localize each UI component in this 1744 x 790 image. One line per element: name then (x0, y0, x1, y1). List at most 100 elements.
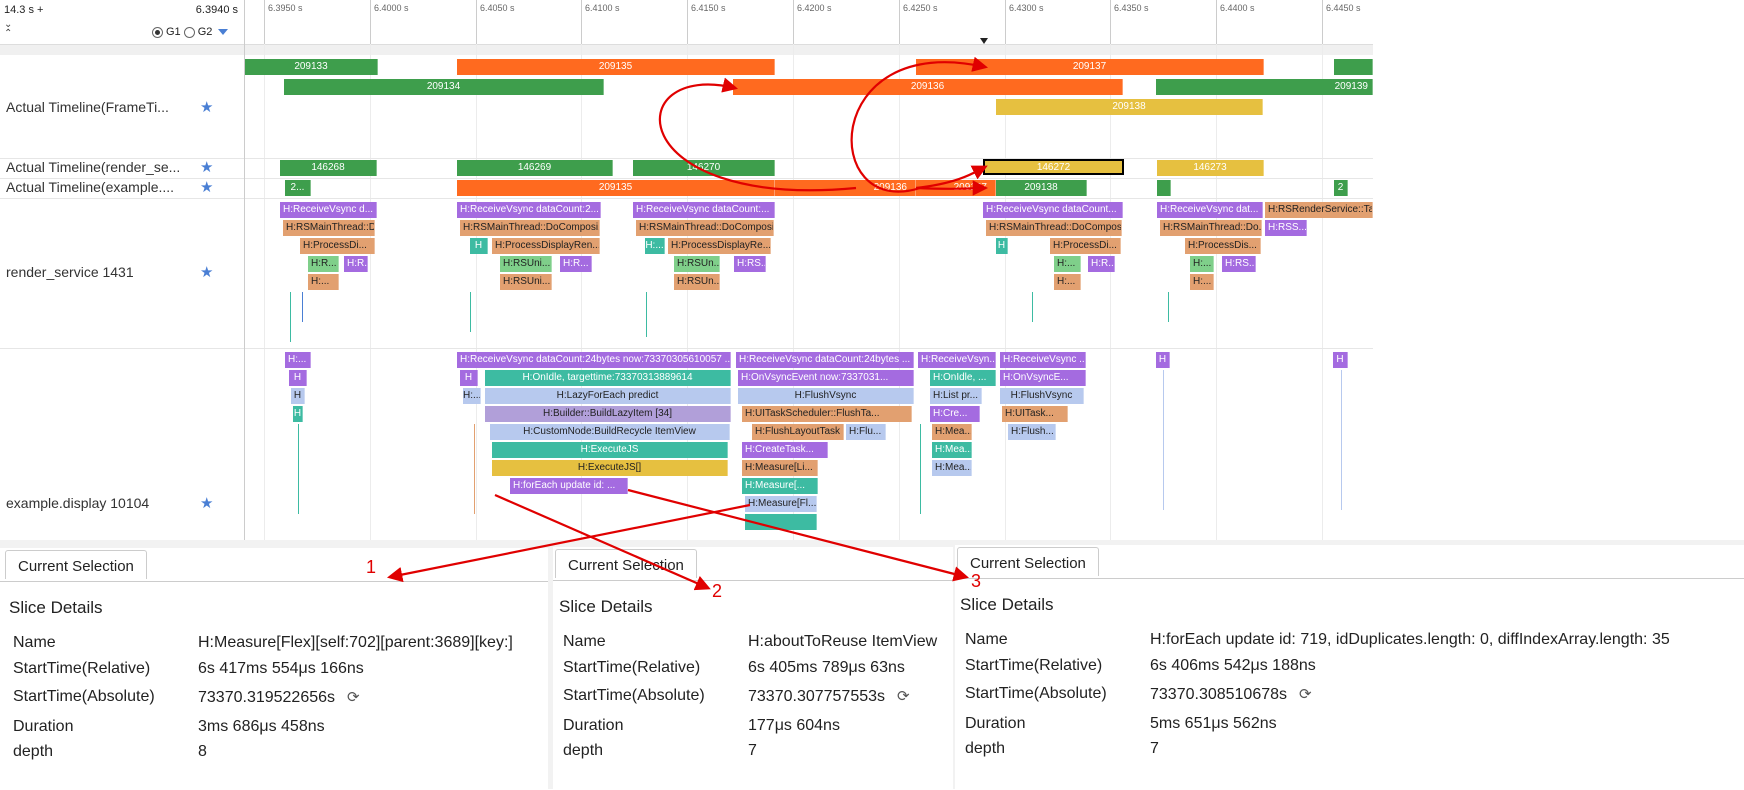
refresh-icon[interactable]: ⟳ (1299, 686, 1312, 703)
rs-thread-slice[interactable]: H:ProcessDisplayRen... (492, 238, 600, 254)
ex-thread-slice[interactable]: H (291, 388, 305, 404)
star-icon[interactable]: ★ (200, 159, 214, 176)
rs-frame-slice[interactable]: 146269 (457, 160, 613, 176)
rs-thread-slice[interactable]: H:RSMainThread::Do... (1160, 220, 1262, 236)
ex-thread-slice[interactable]: H:... (285, 352, 311, 368)
track-example-timeline[interactable]: Actual Timeline(example.... ★ (0, 178, 1373, 199)
refresh-icon[interactable]: ⟳ (897, 688, 910, 705)
rs-frame-slice[interactable]: 146270 (633, 160, 775, 176)
tiny-slice[interactable] (1163, 370, 1164, 510)
ex-thread-slice[interactable]: H:ReceiveVsync dataCount:24bytes ... (736, 352, 914, 368)
ex-frame-slice[interactable]: 209135 (457, 180, 775, 196)
rs-thread-slice[interactable]: H:ReceiveVsync dataCount:... (633, 202, 775, 218)
frame-slice[interactable] (1334, 59, 1373, 75)
ex-thread-slice[interactable]: H:Mea... (932, 424, 972, 440)
ex-thread-slice[interactable]: H (1156, 352, 1170, 368)
ex-thread-slice[interactable]: H:Measure[Li... (742, 460, 818, 476)
rs-thread-slice[interactable]: H:RSS... (1265, 220, 1307, 236)
rs-thread-slice[interactable]: H:ReceiveVsync dat... (1157, 202, 1263, 218)
tiny-slice[interactable] (1032, 292, 1033, 322)
tiny-slice[interactable] (290, 292, 291, 342)
rs-thread-slice[interactable]: H:R... (308, 256, 339, 272)
rs-thread-slice[interactable]: H:... (1054, 256, 1081, 272)
ex-thread-slice[interactable]: H:OnIdle, ... (930, 370, 996, 386)
rs-thread-slice[interactable]: H:RSMainThread::DoComposi... (636, 220, 774, 236)
ex-thread-slice[interactable]: H:ReceiveVsync ... (1000, 352, 1086, 368)
ex-thread-slice[interactable]: H (289, 370, 307, 386)
tiny-slice[interactable] (302, 292, 303, 322)
frame-slice[interactable]: 209138 (996, 99, 1263, 115)
tiny-slice[interactable] (470, 292, 471, 332)
rs-thread-slice[interactable]: H:ProcessDis... (1185, 238, 1261, 254)
frame-slice[interactable]: 209135 (457, 59, 775, 75)
frame-slice[interactable]: 209137 (916, 59, 1264, 75)
rs-thread-slice[interactable]: H:RSUn... (674, 274, 720, 290)
ex-thread-slice[interactable]: H:List pr... (930, 388, 982, 404)
time-ruler[interactable]: 14.3 s + 6.3940 s ⌄⌃ G1 G2 6.3950 s 6.40… (0, 0, 1373, 45)
rs-thread-slice[interactable]: H:... (308, 274, 339, 290)
ex-thread-slice[interactable]: H:OnVsyncE... (1000, 370, 1086, 386)
ex-thread-slice[interactable]: H:... (463, 388, 481, 404)
rs-thread-slice[interactable]: H:R... (344, 256, 368, 272)
ex-thread-slice-measure-reuse[interactable]: H:Measure[... (742, 478, 818, 494)
ex-thread-slice[interactable]: H (460, 370, 478, 386)
ex-frame-slice[interactable]: 2... (285, 180, 311, 196)
rs-thread-slice[interactable]: H:R... (560, 256, 592, 272)
rs-thread-slice[interactable]: H:ProcessDisplayRe... (668, 238, 771, 254)
ex-thread-slice[interactable]: H:UITask... (1002, 406, 1068, 422)
rs-thread-slice[interactable]: H:RSMainThread::DoComposi... (283, 220, 375, 236)
rs-thread-slice[interactable]: H:... (1054, 274, 1081, 290)
ex-thread-slice[interactable]: H (293, 406, 303, 422)
ex-thread-slice-foreach[interactable]: H:forEach update id: ... (510, 478, 628, 494)
ex-thread-slice[interactable]: H:Mea... (932, 442, 972, 458)
ex-frame-slice[interactable] (1157, 180, 1171, 196)
rs-thread-slice[interactable]: H (470, 238, 488, 254)
ex-frame-slice[interactable]: 2 (1334, 180, 1348, 196)
ex-thread-slice[interactable]: H:LazyForEach predict (485, 388, 731, 404)
rs-thread-slice[interactable]: H:... (645, 238, 665, 254)
group-dropdown-icon[interactable] (218, 29, 229, 35)
rs-frame-slice-selected[interactable]: 146272 (983, 159, 1124, 175)
ex-thread-slice[interactable]: H:UITaskScheduler::FlushTa... (742, 406, 912, 422)
ex-frame-slice[interactable]: 209137 (916, 180, 996, 196)
ex-thread-slice[interactable]: H:Cre... (930, 406, 980, 422)
ex-frame-slice[interactable]: 209136 (775, 180, 916, 196)
current-selection-tab[interactable]: Current Selection (957, 547, 1099, 576)
ex-thread-slice[interactable]: H:ReceiveVsyn... (918, 352, 996, 368)
current-selection-tab[interactable]: Current Selection (555, 549, 697, 578)
tiny-slice[interactable] (474, 424, 475, 514)
rs-thread-slice[interactable]: H:RSMainThread::DoComposi... (460, 220, 600, 236)
ex-thread-slice[interactable]: H:ExecuteJS[] (492, 460, 728, 476)
ex-thread-slice[interactable]: H:FlushVsync (738, 388, 914, 404)
rs-thread-slice[interactable]: H:ProcessDi... (1050, 238, 1121, 254)
ex-thread-slice[interactable]: H:OnIdle, targettime:73370313889614 (485, 370, 731, 386)
track-render-service[interactable]: render_service 1431 ★ (0, 198, 1373, 349)
frame-slice[interactable]: 209133 (245, 59, 378, 75)
ex-thread-slice[interactable]: H (1333, 352, 1348, 368)
ex-thread-slice[interactable]: H:Flush... (1008, 424, 1056, 440)
g1-radio[interactable] (152, 26, 163, 38)
refresh-icon[interactable]: ⟳ (347, 689, 360, 706)
ex-thread-slice[interactable]: H:Mea... (932, 460, 972, 476)
rs-thread-slice[interactable]: H:ReceiveVsync d... (280, 202, 377, 218)
rs-thread-slice[interactable]: H:RS... (734, 256, 766, 272)
time-marker-icon[interactable] (980, 38, 988, 44)
rs-thread-slice[interactable]: H:RS... (1222, 256, 1256, 272)
ex-thread-slice[interactable]: H:CustomNode:BuildRecycle ItemView (490, 424, 730, 440)
ex-thread-slice-measure-flex[interactable]: H:Measure[Fl... (745, 496, 817, 512)
track-example-display[interactable]: example.display 10104 ★ (0, 348, 1373, 540)
tiny-slice[interactable] (1341, 370, 1342, 510)
current-selection-tab[interactable]: Current Selection (5, 550, 147, 579)
star-icon[interactable]: ★ (200, 99, 214, 116)
star-icon[interactable]: ★ (200, 179, 214, 196)
ex-thread-slice[interactable]: H:OnVsyncEvent now:7337031... (738, 370, 914, 386)
ex-thread-slice[interactable]: H:Flu... (846, 424, 886, 440)
tiny-slice[interactable] (298, 424, 299, 514)
rs-thread-slice[interactable]: H:... (1190, 274, 1214, 290)
g2-radio[interactable] (183, 26, 195, 38)
tiny-slice[interactable] (920, 424, 921, 514)
star-icon[interactable]: ★ (200, 495, 214, 512)
frame-slice[interactable]: 209134 (284, 79, 604, 95)
ex-thread-slice[interactable]: H:ReceiveVsync dataCount:24bytes now:733… (457, 352, 731, 368)
rs-thread-slice[interactable]: H:RSUni... (500, 274, 552, 290)
